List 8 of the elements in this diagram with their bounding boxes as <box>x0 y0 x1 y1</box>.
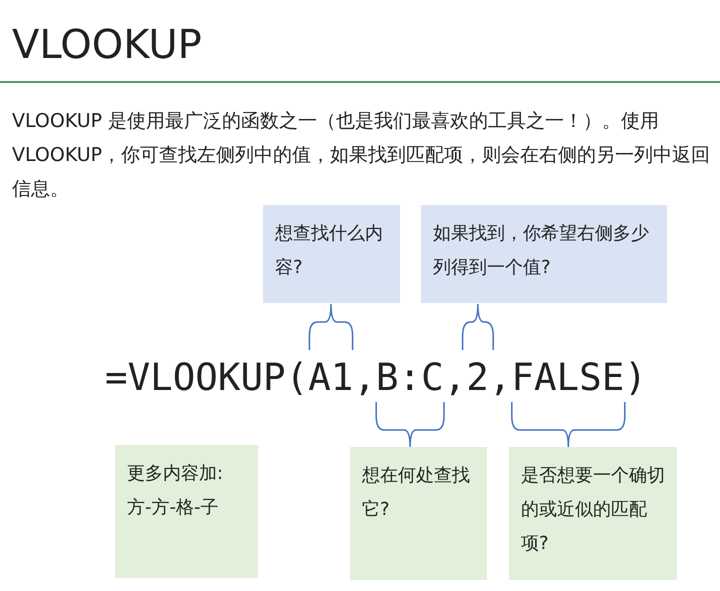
callout-box: 是否想要一个确切的或近似的匹配项? <box>509 447 677 580</box>
callout-box: 想在何处查找它? <box>350 447 487 580</box>
callout-box: 更多内容加:方-方-格-子 <box>115 445 258 578</box>
callout-box: 如果找到，你希望右侧多少列得到一个值? <box>421 205 667 303</box>
description-text: VLOOKUP 是使用最广泛的函数之一（也是我们最喜欢的工具之一！）。使用 VLOOKUP，你可查找左侧列中的值，如果找到匹配项，则会在右侧的另一列中返回信息。 <box>12 109 712 202</box>
formula-text: =VLOOKUP(A1,B:C,2,FALSE) <box>105 354 647 401</box>
title: VLOOKUP <box>12 22 202 68</box>
callout-box: 想查找什么内容? <box>263 205 400 303</box>
